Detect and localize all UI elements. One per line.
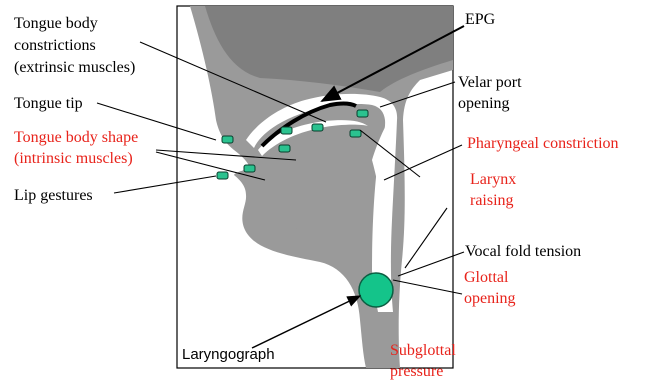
- label-tongue-body-shape: Tongue body shape (intrinsic muscles): [14, 129, 142, 167]
- epg-sensor-icon: [281, 127, 292, 134]
- epg-sensor-icon: [244, 165, 255, 172]
- epg-sensor-icon: [357, 110, 368, 117]
- epg-sensor-icon: [217, 172, 228, 179]
- label-epg: EPG: [465, 11, 496, 28]
- label-laryngograph: Laryngograph: [182, 346, 275, 363]
- label-pharyngeal-constriction: Pharyngeal constriction: [467, 135, 619, 152]
- label-tongue-tip: Tongue tip: [14, 95, 83, 112]
- epg-sensor-icon: [222, 136, 233, 143]
- laryngograph-electrode-icon: [359, 273, 393, 307]
- label-subglottal-pressure: Subglottal pressure: [390, 342, 460, 380]
- epg-sensor-icon: [312, 124, 323, 131]
- label-vocal-fold-tension: Vocal fold tension: [465, 243, 581, 260]
- epg-sensor-icon: [279, 145, 290, 152]
- label-tongue-body-constrictions: Tongue body constrictions (extrinsic mus…: [14, 15, 135, 76]
- label-lip-gestures: Lip gestures: [14, 187, 93, 204]
- head-cross-section: [190, 6, 453, 368]
- epg-sensor-icon: [350, 130, 361, 137]
- laryngograph-arrow: [252, 296, 360, 348]
- label-glottal-opening: Glottal opening: [464, 269, 516, 307]
- label-larynx-raising: Larynx raising: [470, 171, 520, 209]
- label-velar-port: Velar port opening: [458, 74, 526, 112]
